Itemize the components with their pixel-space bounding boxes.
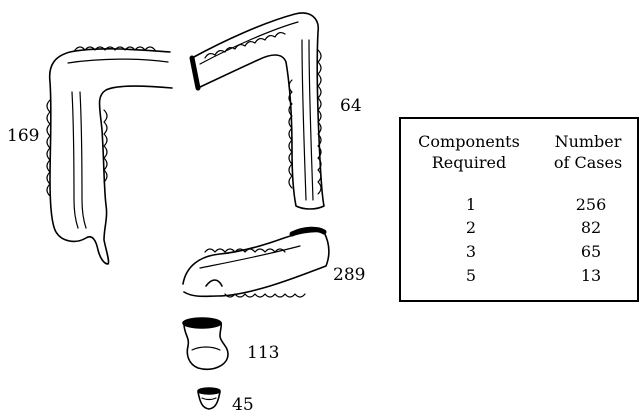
row-4-cases: 13 <box>551 268 631 284</box>
label-cup-large: 113 <box>247 345 279 362</box>
row-1-components: 1 <box>441 197 501 213</box>
header-components-line1: Components <box>409 131 529 152</box>
header-components: Components Required <box>409 131 529 173</box>
cases-table: Components Required Number of Cases 1 25… <box>399 117 639 302</box>
cup-segment-large <box>183 318 228 369</box>
label-transverse-left-colon: 64 <box>340 98 362 115</box>
transverse-left-colon-segment <box>192 13 324 209</box>
header-cases-line2: of Cases <box>543 152 633 173</box>
row-2-components: 2 <box>441 220 501 236</box>
row-3-components: 3 <box>441 244 501 260</box>
label-sigmoid: 289 <box>333 267 365 284</box>
row-3-cases: 65 <box>551 244 631 260</box>
sigmoid-segment <box>183 229 329 297</box>
label-right-colon: 169 <box>7 128 39 145</box>
row-4-components: 5 <box>441 268 501 284</box>
header-cases-line1: Number <box>543 131 633 152</box>
label-cup-small: 45 <box>232 397 254 414</box>
header-cases: Number of Cases <box>543 131 633 173</box>
row-1-cases: 256 <box>551 197 631 213</box>
right-colon-segment <box>47 47 172 264</box>
cup-segment-small <box>198 388 220 409</box>
header-components-line2: Required <box>409 152 529 173</box>
row-2-cases: 82 <box>551 220 631 236</box>
